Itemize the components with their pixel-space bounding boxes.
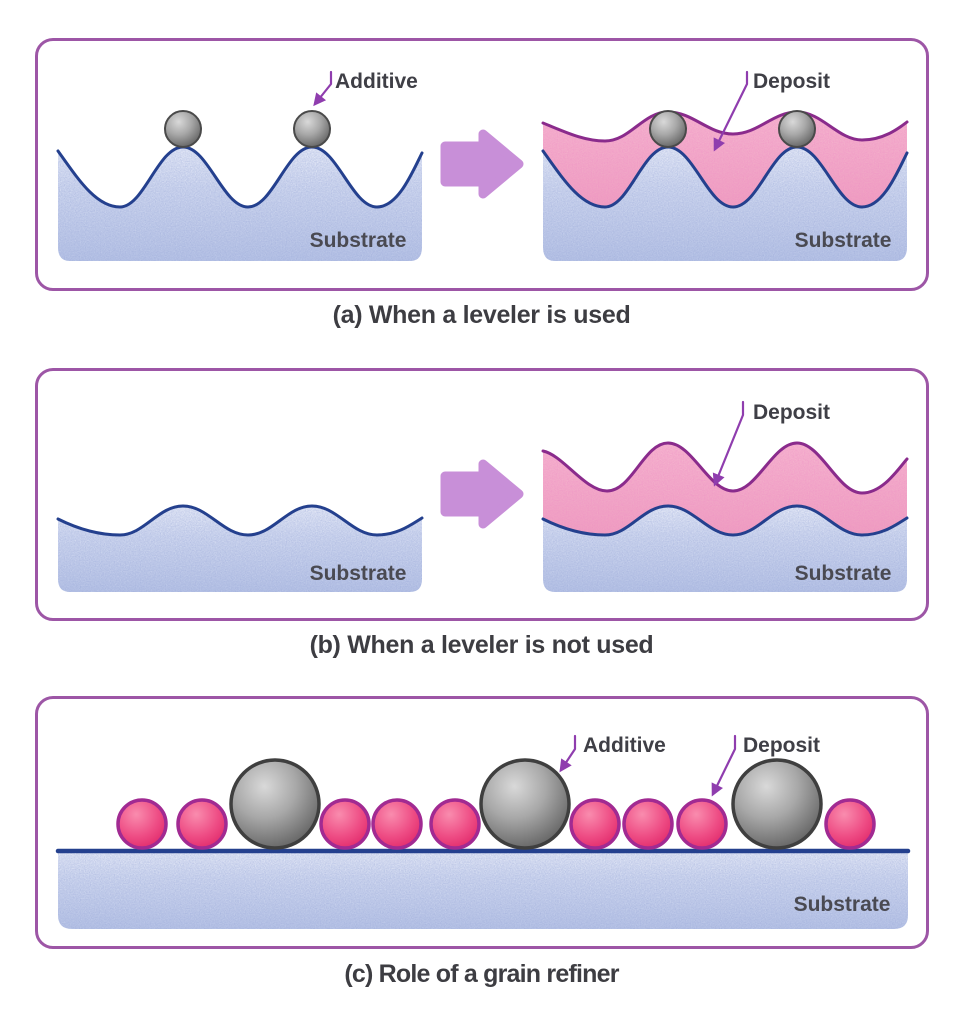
particle-row [116,758,876,850]
deposit-leader-arrow [712,400,745,487]
panel-c-grain-refiner: Additive Deposit Substrate [35,696,929,949]
panel-a-illustration: Substrate Additive Substrate Deposit [56,70,909,261]
deposit-sphere [319,798,371,850]
deposit-sphere [824,798,876,850]
right-arrow-icon [440,459,524,529]
deposit-layer-bumpy [541,441,909,535]
additive-sphere [164,110,202,148]
caption-a: (a) When a leveler is used [332,301,631,329]
deposit-sphere [429,798,481,850]
substrate-flat [55,848,911,929]
deposit-sphere [116,798,168,850]
deposit-sphere [676,798,728,850]
caption-c: (c) Role of a grain refiner [344,960,619,988]
substrate-label-right: Substrate [795,229,892,252]
additive-sphere [778,110,816,148]
caption-b: (b) When a leveler is not used [309,631,654,659]
additive-sphere [731,758,823,850]
deposit-label: Deposit [743,734,820,757]
substrate-label: Substrate [794,893,891,916]
deposit-label: Deposit [753,70,830,93]
substrate-label-left: Substrate [310,562,407,585]
substrate-label-right: Substrate [795,562,892,585]
additive-leader-arrow [559,734,577,773]
substrate-label-left: Substrate [310,229,407,252]
panel-b-illustration: Substrate Substrate Deposit [56,400,909,592]
additive-label: Additive [583,734,666,757]
deposit-sphere [622,798,674,850]
right-arrow-icon [440,129,524,199]
deposit-sphere [371,798,423,850]
additive-label: Additive [335,70,418,93]
deposit-sphere [569,798,621,850]
deposit-label: Deposit [753,401,830,424]
additive-sphere [293,110,331,148]
additive-sphere [649,110,687,148]
deposit-leader-arrow [713,70,749,152]
additive-sphere [479,758,571,850]
deposit-layer-leveled [541,110,909,207]
panel-c-illustration: Additive Deposit Substrate [55,734,911,929]
additive-sphere [229,758,321,850]
deposit-sphere [176,798,228,850]
deposit-leader-arrow [711,734,737,797]
additive-leader-arrow [313,70,333,107]
panel-a-leveler-used: Substrate Additive Substrate Deposit [35,38,929,291]
panel-b-leveler-not-used: Substrate Substrate Deposit [35,368,929,621]
